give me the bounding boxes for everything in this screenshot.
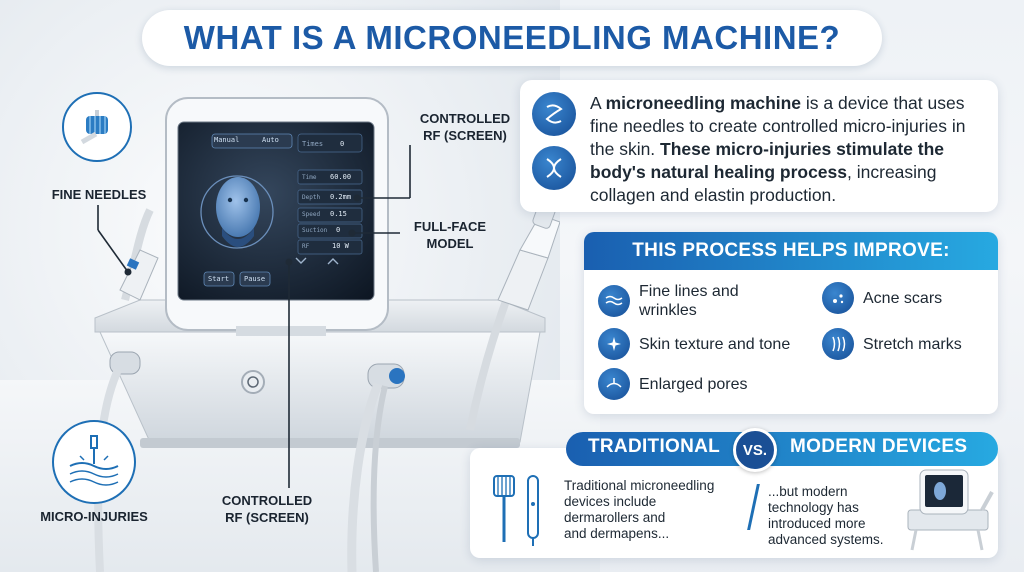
dermaroller-circle — [62, 92, 132, 162]
stretch-icon — [822, 328, 854, 360]
fine-needles-label: FINE NEEDLES — [51, 187, 147, 202]
page-title: WHAT IS A MICRONEEDLING MACHINE? — [183, 19, 841, 56]
modern-line: introduced more — [768, 516, 866, 531]
screen-param-value: 10 W — [332, 242, 349, 250]
benefit-acne-scars: Acne scars — [822, 282, 992, 314]
comparison-card — [470, 448, 998, 558]
sparkle-icon — [598, 328, 630, 360]
screen-param-value: 0 — [336, 226, 341, 234]
intro-prefix: A — [590, 93, 606, 113]
benefit-stretch-marks: Stretch marks — [822, 328, 992, 360]
full-face-line2: MODEL — [426, 236, 474, 251]
screen-param-label: Suction — [302, 227, 328, 234]
process-heading: THIS PROCESS HELPS IMPROVE: — [584, 232, 998, 270]
traditional-line: dermarollers and — [564, 510, 666, 525]
screen-param-label: Speed — [302, 211, 321, 218]
full-face-model-label: FULL-FACE MODEL — [402, 218, 498, 252]
screen-mode-auto[interactable]: Auto — [262, 136, 279, 144]
controlled-rf-bottom-label: CONTROLLED RF (SCREEN) — [212, 492, 322, 526]
micro-injuries-circle — [52, 420, 136, 504]
screen-param-label: Depth — [302, 194, 321, 201]
process-card: THIS PROCESS HELPS IMPROVE: Fine lines a… — [584, 232, 998, 414]
traditional-line: Traditional microneedling — [564, 478, 715, 493]
benefit-fine-lines: Fine lines and wrinkles — [598, 282, 798, 320]
benefit-label: Enlarged pores — [639, 375, 748, 393]
intro-bold-term: microneedling machine — [605, 93, 802, 113]
comparison-header-bar — [566, 432, 998, 466]
modern-devices-heading: MODERN DEVICES — [790, 436, 968, 457]
screen-start-button[interactable]: Start — [208, 275, 230, 283]
benefit-label: Skin texture and tone — [639, 335, 791, 353]
screen-pause-button[interactable]: Pause — [244, 275, 266, 283]
dna-icon — [532, 146, 576, 190]
intro-rest: is a device that uses fine needles to cr… — [590, 93, 966, 159]
controlled-rf-bottom-line1: CONTROLLED — [221, 493, 313, 508]
vs-badge: VS. — [733, 428, 777, 472]
modern-line: advanced systems. — [768, 532, 884, 547]
screen-param-value: 0.2mm — [330, 193, 352, 201]
title-banner: WHAT IS A MICRONEEDLING MACHINE? — [142, 10, 882, 66]
full-face-line1: FULL-FACE — [413, 219, 487, 234]
needle-skin-icon — [69, 435, 119, 486]
screen-times-label: Times — [302, 140, 324, 148]
traditional-heading: TRADITIONAL — [588, 436, 721, 457]
controlled-rf-top-line1: CONTROLLED — [419, 111, 511, 126]
dermaroller-dermapen-icon — [493, 475, 539, 546]
micro-injuries-label: MICRO-INJURIES — [40, 509, 148, 524]
screen-param-label: Time — [302, 174, 317, 181]
controlled-rf-top-line2: RF (SCREEN) — [423, 128, 507, 143]
traditional-line: and dermapens... — [564, 526, 670, 541]
wave-lines-icon — [598, 285, 630, 317]
pore-icon — [598, 368, 630, 400]
modern-text: ...but modern technology has introduced … — [768, 484, 898, 548]
screen-param-value: 60.00 — [330, 173, 352, 181]
intro-text: A microneedling machine is a device that… — [590, 92, 990, 207]
intro-bold-process: These micro-injuries stimulate the body'… — [590, 139, 945, 182]
microneedling-device-illustration — [94, 97, 560, 572]
modern-line: ...but modern — [768, 484, 848, 499]
benefit-label: Stretch marks — [863, 335, 962, 353]
modern-device-thumbnail — [907, 469, 994, 551]
benefit-enlarged-pores: Enlarged pores — [598, 368, 818, 400]
dermaroller-icon — [80, 110, 108, 145]
controlled-rf-top-label: CONTROLLED RF (SCREEN) — [410, 110, 520, 144]
traditional-text: Traditional microneedling devices includ… — [564, 478, 744, 542]
dots-icon — [822, 282, 854, 314]
modern-line: technology has — [768, 500, 859, 515]
traditional-line: devices include — [564, 494, 657, 509]
screen-times-value: 0 — [340, 140, 345, 148]
benefit-label: Fine lines and wrinkles — [639, 283, 739, 319]
collagen-icon — [532, 92, 576, 136]
intro-rest-2: , increasing collagen and elastin produc… — [590, 162, 937, 205]
benefit-label: Acne scars — [863, 289, 943, 307]
benefit-skin-texture: Skin texture and tone — [598, 328, 818, 360]
intro-card: A microneedling machine is a device that… — [520, 80, 998, 212]
screen-param-label: RF — [302, 243, 310, 250]
screen-mode-manual[interactable]: Manual — [214, 136, 240, 144]
screen-param-value: 0.15 — [330, 210, 347, 218]
controlled-rf-bottom-line2: RF (SCREEN) — [225, 510, 309, 525]
